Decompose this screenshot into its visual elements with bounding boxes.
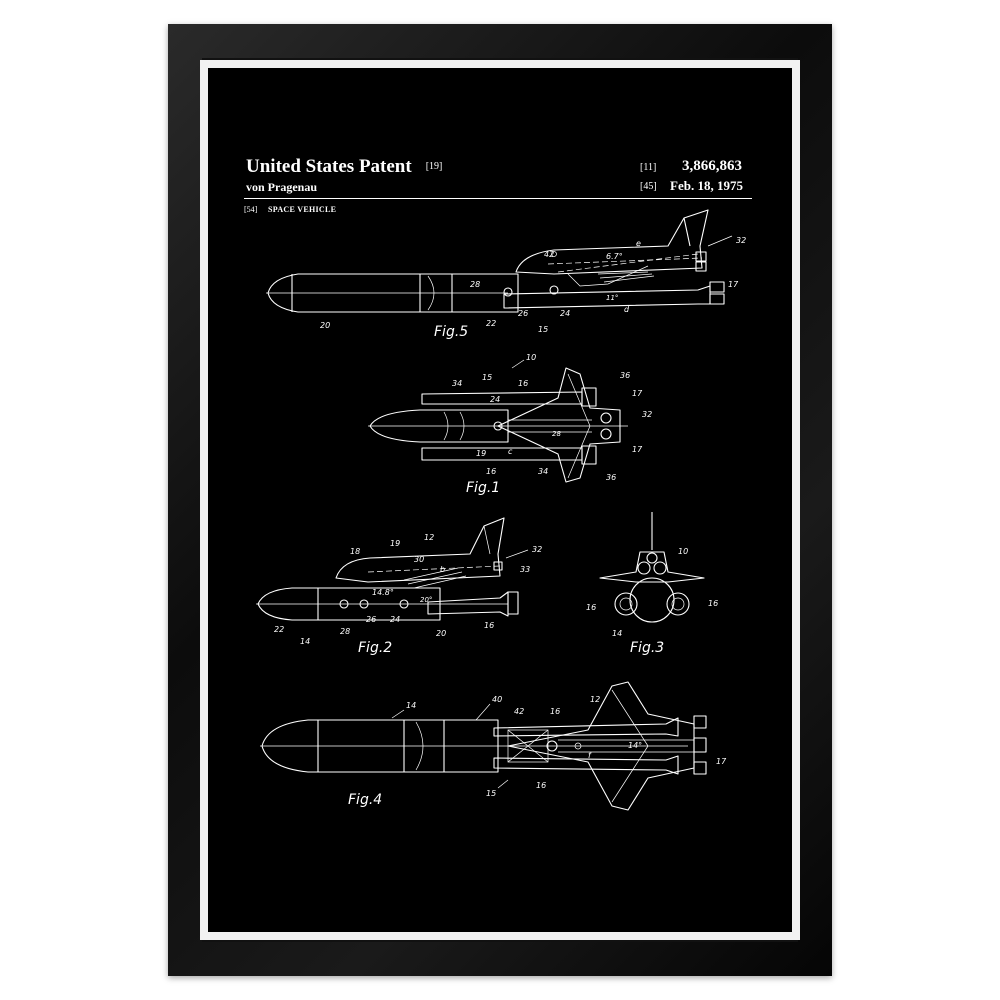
fig5-label-20: 20 xyxy=(320,321,330,330)
fig2-caption: Fig.2 xyxy=(358,640,392,656)
fig5-label-17: 17 xyxy=(728,280,739,289)
patent-number-code: [11] xyxy=(640,162,657,173)
fig2-label-24: 24 xyxy=(390,615,400,624)
fig5-label-42: 42 xyxy=(544,250,554,259)
fig2-label-26: 26 xyxy=(366,615,376,624)
fig5-angle-2: 11° xyxy=(606,294,618,302)
header-rule xyxy=(244,198,752,199)
fig1-label-17b: 17 xyxy=(632,445,643,454)
fig5-label-24: 24 xyxy=(560,309,570,318)
patent-number: 3,866,863 xyxy=(682,158,742,174)
fig1-label-17: 17 xyxy=(632,389,643,398)
fig2-angle: 14.8° xyxy=(372,588,394,597)
fig4-label-14: 14 xyxy=(406,701,416,710)
figure-1-drawing: 10 34 15 16 24 36 17 32 28 19 c 16 34 17… xyxy=(368,353,652,496)
fig5-label-28: 28 xyxy=(470,280,480,289)
fig5-label-d: d xyxy=(624,305,630,314)
fig2-angle-2: 20° xyxy=(420,596,432,604)
patent-print: United States Patent[19] von Pragenau [1… xyxy=(208,68,792,932)
fig5-caption: Fig.5 xyxy=(434,324,468,340)
fig2-label-28: 28 xyxy=(340,627,350,636)
fig1-label-34b: 34 xyxy=(538,467,548,476)
fig4-label-f: f xyxy=(588,751,592,760)
fig4-label-17: 17 xyxy=(716,757,727,766)
fig4-label-42: 42 xyxy=(514,707,524,716)
fig4-label-16b: 16 xyxy=(536,781,546,790)
fig4-label-40: 40 xyxy=(492,695,502,704)
figure-2-drawing: 18 19 12 30 32 b 33 14.8° 20° 22 14 28 2… xyxy=(256,517,542,656)
fig1-label-c: c xyxy=(508,447,513,456)
fig5-label-22: 22 xyxy=(486,319,496,328)
fig1-label-10: 10 xyxy=(526,353,536,362)
fig1-label-34: 34 xyxy=(452,379,462,388)
fig1-label-16: 16 xyxy=(518,379,528,388)
fig1-label-19: 19 xyxy=(476,449,486,458)
fig2-label-18: 18 xyxy=(350,547,360,556)
fig1-label-24: 24 xyxy=(490,395,500,404)
fig2-label-33: 33 xyxy=(520,565,530,574)
fig2-label-16: 16 xyxy=(484,621,494,630)
fig1-label-28: 28 xyxy=(552,430,561,438)
fig3-label-14: 14 xyxy=(612,629,622,638)
fig2-label-30: 30 xyxy=(414,555,424,564)
fig2-label-b: b xyxy=(440,565,445,574)
fig1-label-36: 36 xyxy=(620,371,630,380)
inventor-name: von Pragenau xyxy=(246,180,318,194)
fig2-label-19: 19 xyxy=(390,539,400,548)
figure-4-drawing: 14 40 42 16 12 14° f 17 15 16 Fig.4 xyxy=(260,681,727,811)
fig5-label-15: 15 xyxy=(538,325,548,334)
fig1-label-16b: 16 xyxy=(486,467,496,476)
fig1-caption: Fig.1 xyxy=(466,480,500,496)
patent-date: Feb. 18, 1975 xyxy=(670,178,743,193)
patent-title: SPACE VEHICLE xyxy=(268,205,337,214)
fig3-caption: Fig.3 xyxy=(630,640,664,656)
fig5-label-32: 32 xyxy=(736,236,746,245)
title-code: [54] xyxy=(244,205,258,214)
fig1-label-32: 32 xyxy=(642,410,652,419)
fig1-label-36b: 36 xyxy=(606,473,616,482)
fig5-label-26: 26 xyxy=(518,309,528,318)
fig4-label-16: 16 xyxy=(550,707,560,716)
patent-office-heading: United States Patent[19] xyxy=(246,156,443,177)
fig4-label-15: 15 xyxy=(486,789,496,798)
office-code: [19] xyxy=(425,161,443,172)
fig2-label-14: 14 xyxy=(300,637,310,646)
figure-3-drawing: 10 16 16 14 Fig.3 xyxy=(586,512,718,656)
fig5-label-e: e xyxy=(636,239,641,248)
patent-date-code: [45] xyxy=(640,181,657,192)
fig2-label-12: 12 xyxy=(424,533,434,542)
figure-5-drawing: 42 32 e 6.7° 11° 28 26 24 d 17 20 22 15 … xyxy=(266,209,746,340)
fig3-label-10: 10 xyxy=(678,547,688,556)
fig2-label-32: 32 xyxy=(532,545,542,554)
fig4-angle: 14° xyxy=(628,741,642,750)
fig3-label-16a: 16 xyxy=(586,603,596,612)
fig2-label-22: 22 xyxy=(274,625,284,634)
fig3-label-16b: 16 xyxy=(708,599,718,608)
fig2-label-20: 20 xyxy=(436,629,446,638)
patent-drawings: 42 32 e 6.7° 11° 28 26 24 d 17 20 22 15 … xyxy=(256,209,746,811)
fig4-caption: Fig.4 xyxy=(348,792,382,808)
fig4-label-12: 12 xyxy=(590,695,600,704)
fig5-angle: 6.7° xyxy=(606,252,623,261)
fig1-label-15: 15 xyxy=(482,373,492,382)
